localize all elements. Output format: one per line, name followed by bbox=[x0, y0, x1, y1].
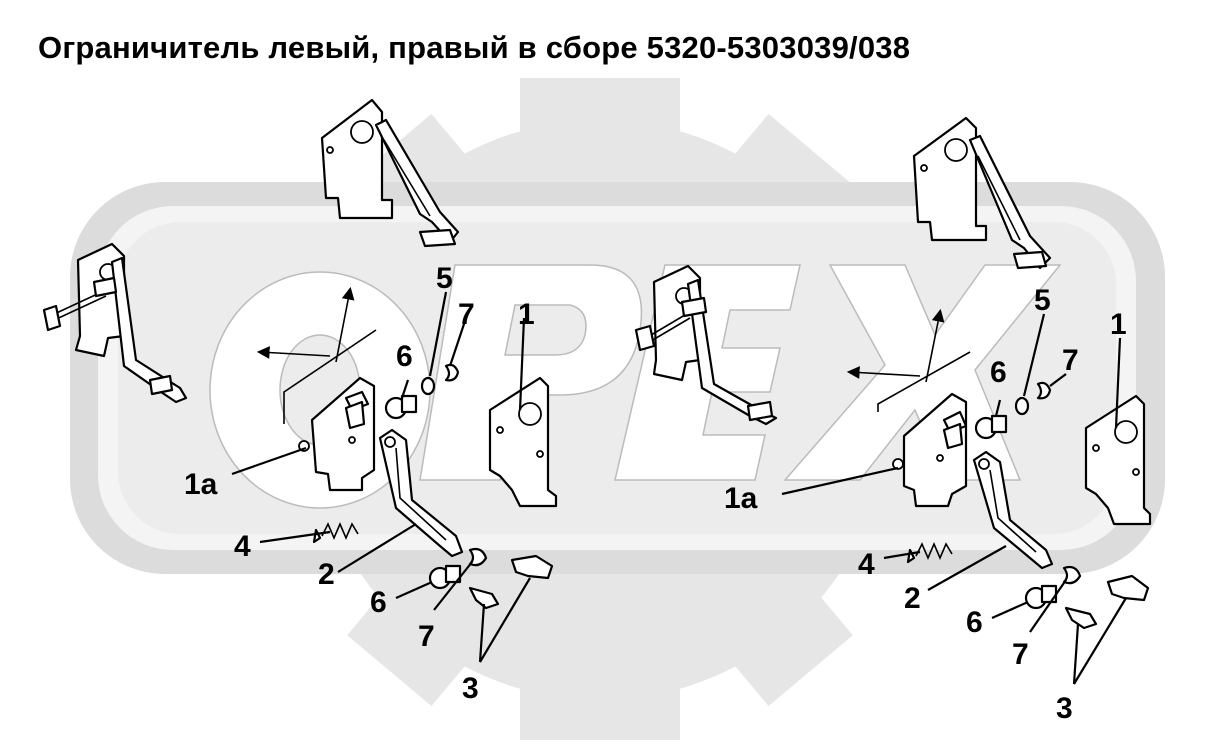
callout-left-6-upper: 6 bbox=[396, 340, 413, 373]
right-part-3-bracket-b bbox=[1106, 574, 1150, 602]
callout-left-7-upper: 7 bbox=[458, 298, 475, 331]
callout-right-6-upper: 6 bbox=[990, 356, 1007, 389]
callout-left-1: 1 bbox=[518, 298, 535, 331]
callout-right-2: 2 bbox=[904, 582, 921, 615]
callout-left-1a: 1а bbox=[184, 468, 218, 501]
right-part-1a bbox=[892, 392, 968, 508]
right-middle-assembled-bracket bbox=[634, 264, 778, 426]
right-assembly bbox=[634, 116, 1152, 685]
callout-right-6-lower: 6 bbox=[966, 606, 983, 639]
right-part-7-clip-lower bbox=[1062, 565, 1082, 585]
left-part-7-clip-lower bbox=[468, 547, 488, 567]
right-part-2-arm bbox=[972, 450, 1054, 570]
left-assembly bbox=[42, 98, 558, 663]
callout-right-1: 1 bbox=[1110, 308, 1127, 341]
left-part-6-bolt-upper bbox=[384, 394, 418, 420]
left-top-assembled-bracket bbox=[320, 98, 460, 248]
callout-right-5: 5 bbox=[1034, 284, 1051, 317]
right-part-7-clip-upper bbox=[1036, 381, 1052, 400]
callout-right-4: 4 bbox=[858, 548, 875, 581]
right-part-6-bolt-upper bbox=[974, 414, 1008, 440]
callout-right-1a: 1а bbox=[724, 482, 758, 515]
left-callouts: 1 1а 2 3 4 5 6 6 7 7 bbox=[184, 262, 535, 705]
right-top-assembled-bracket bbox=[912, 116, 1052, 270]
right-part-3-bracket-a bbox=[1064, 606, 1098, 630]
left-part-2-arm bbox=[378, 428, 464, 558]
callout-left-4: 4 bbox=[234, 530, 251, 563]
right-callouts: 1 1а 2 3 4 5 6 6 7 7 bbox=[724, 284, 1127, 725]
left-part-1a bbox=[298, 376, 376, 492]
callout-right-7-upper: 7 bbox=[1062, 344, 1079, 377]
diagram-title: Ограничитель левый, правый в сборе 5320-… bbox=[38, 30, 911, 65]
callout-left-2: 2 bbox=[318, 558, 335, 591]
callout-right-3: 3 bbox=[1056, 692, 1073, 725]
right-part-1-plate bbox=[1084, 394, 1152, 526]
left-part-3-bracket-a bbox=[468, 586, 500, 610]
left-part-1-plate bbox=[488, 376, 558, 508]
left-part-7-clip-upper bbox=[444, 363, 460, 382]
left-part-6-bolt-lower bbox=[428, 564, 462, 590]
right-part-6-bolt-lower bbox=[1024, 584, 1058, 610]
left-part-5-nut bbox=[420, 376, 436, 396]
left-part-3-bracket-b bbox=[510, 554, 554, 580]
right-leader-lines bbox=[781, 313, 1127, 685]
callout-left-7-lower: 7 bbox=[418, 620, 435, 653]
left-side-assembled-bracket bbox=[42, 242, 188, 404]
right-part-5-nut bbox=[1014, 396, 1030, 416]
callout-left-5: 5 bbox=[436, 262, 453, 295]
callout-right-7-lower: 7 bbox=[1012, 638, 1029, 671]
left-leader-lines bbox=[231, 291, 531, 663]
callout-left-3: 3 bbox=[462, 672, 479, 705]
callout-left-6-lower: 6 bbox=[370, 586, 387, 619]
